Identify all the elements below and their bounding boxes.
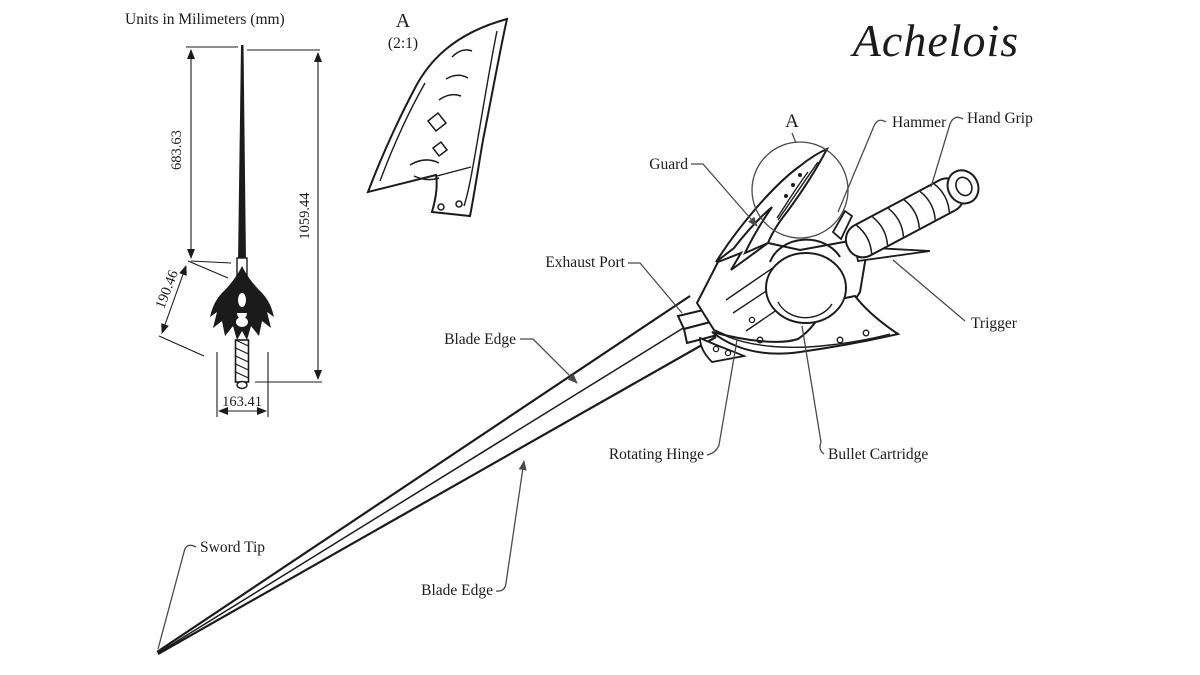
detail-view-letter: A: [396, 10, 411, 32]
label-blade-edge-lower: Blade Edge: [421, 582, 493, 599]
label-exhaust-port: Exhaust Port: [545, 254, 625, 271]
front-grip: [234, 339, 250, 390]
dim-total-length: 1059.44: [297, 192, 313, 240]
front-view: 683.63 1059.44 190.46 163.41: [153, 45, 322, 417]
detail-callout: A: [751, 111, 849, 239]
page-title: Achelois: [850, 15, 1019, 66]
main-view: [156, 146, 980, 655]
label-blade-edge-upper: Blade Edge: [444, 331, 516, 348]
front-guard-detail: [236, 317, 248, 327]
label-guard: Guard: [649, 156, 688, 173]
hammer-lever: [831, 209, 854, 241]
detail-view-scale: (2:1): [388, 35, 418, 52]
dim-grip-width: 163.41: [222, 394, 262, 410]
guard-underside: [699, 336, 748, 363]
front-guard-detail: [238, 293, 246, 307]
leader-lines: [157, 116, 966, 650]
units-note: Units in Milimeters (mm): [125, 11, 285, 28]
label-bullet-cartridge: Bullet Cartridge: [828, 446, 928, 463]
detail-filigree: [409, 49, 473, 211]
hand-grip-part: [844, 169, 980, 259]
blade: [156, 295, 717, 655]
label-sword-tip: Sword Tip: [200, 539, 265, 556]
guard-upper-wing: [715, 146, 830, 263]
detail-view-a: [366, 17, 509, 218]
front-blade: [238, 45, 246, 262]
pommel: [946, 169, 980, 205]
label-hand-grip: Hand Grip: [967, 110, 1033, 127]
bullet-cartridge-cylinder: [765, 238, 847, 324]
label-rotating-hinge: Rotating Hinge: [609, 446, 704, 463]
callout-letter: A: [785, 111, 799, 132]
dim-blade-length: 683.63: [169, 130, 185, 170]
label-trigger: Trigger: [971, 315, 1018, 332]
part-labels: Guard Hammer Hand Grip Exhaust Port Trig…: [200, 110, 1033, 599]
dimension-lines: [158, 46, 322, 417]
label-hammer: Hammer: [892, 114, 947, 131]
guard-lower-wing: [711, 294, 901, 355]
front-pommel: [236, 380, 248, 390]
